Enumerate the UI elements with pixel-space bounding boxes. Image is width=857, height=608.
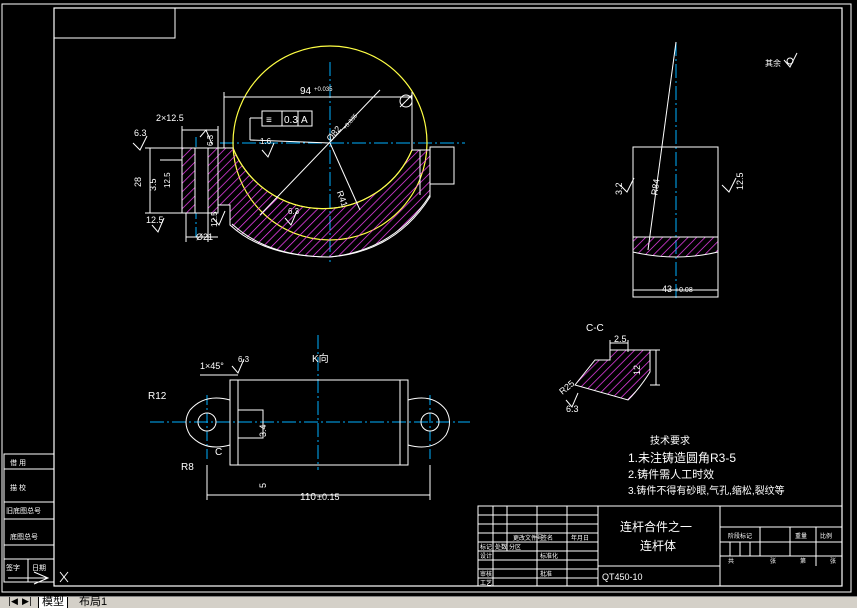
dim-1-6: 1.6 (260, 137, 272, 146)
dim-28: 28 (133, 177, 143, 187)
rough-6-3-d: 6.3 (566, 404, 579, 414)
geo-val: 0.3 (284, 115, 298, 126)
tech-item-3: 3.铸件不得有砂眼,气孔,缩松,裂纹等 (628, 484, 785, 497)
tb-process: 工艺 (480, 579, 492, 587)
tb-stage: 阶段标记 (728, 532, 752, 540)
dim-12-5: 12.5 (146, 215, 164, 225)
tb-ratio: 比例 (820, 532, 832, 540)
tol-110: ±0.15 (317, 492, 339, 502)
tb-signature: 签名 (541, 534, 553, 542)
side-row1: 借 用 (10, 458, 26, 467)
tb-sheet: 第 (800, 557, 806, 565)
dim-110: 110 (300, 492, 316, 503)
material: QT450-10 (602, 572, 643, 582)
tol-43: +0.08 (675, 287, 693, 294)
tab-prev-icon[interactable]: ▶| (22, 597, 32, 607)
rough-6-3-b: 6.3 (206, 134, 215, 146)
dim-43: 43 (662, 284, 672, 294)
geo-sym: ≡ (266, 115, 272, 126)
tech-item-2: 2.铸件需人工时效 (628, 467, 714, 481)
tb-mark: 标记 (480, 543, 492, 551)
outer-frame (1, 3, 852, 593)
corner-box (53, 7, 176, 39)
side-row4: 底图总号 (10, 532, 38, 541)
ucs-icon (8, 571, 69, 585)
section-cc (565, 340, 660, 408)
tb-sheet-count-2: 张 (830, 557, 836, 565)
rough-6-3-c: 6.3 (288, 207, 300, 216)
tab-first-icon[interactable]: |◀ (8, 597, 18, 607)
remain-label: 其余 (765, 58, 781, 68)
dim-12-5-side: 12.5 (735, 172, 745, 190)
dim-r25: R25 (557, 378, 576, 396)
tb-change-no: 更改文件号 (513, 534, 543, 542)
side-row5: 签字 (6, 563, 20, 572)
tb-approve: 批准 (540, 570, 552, 578)
hatched-section (217, 147, 431, 258)
tech-title: 技术要求 (650, 434, 690, 447)
front-view (132, 45, 465, 262)
tol-phi82: +0.035 (343, 113, 360, 132)
dim-94: 94 (300, 86, 312, 97)
layout-tab-bar: |◀ ▶| 模型 布局1 (0, 596, 857, 608)
tb-standard: 标准化 (540, 552, 558, 560)
title-block (477, 505, 843, 587)
dim-5: 5 (258, 483, 268, 488)
label-c: C (215, 447, 222, 458)
dim-2x12-5: 2×12.5 (156, 113, 184, 123)
dim-3-2: 3.2 (614, 182, 624, 195)
dim-r8: R8 (181, 462, 194, 473)
dim-12-5-b: 12.5 (210, 211, 219, 227)
remain-symbol (783, 52, 798, 68)
tb-weight: 重量 (795, 532, 807, 540)
rough-6-3-e: 6.3 (238, 355, 250, 364)
side-row3: 旧底图总号 (6, 506, 41, 515)
tb-check: 审核 (480, 570, 492, 578)
tb-date: 年月日 (571, 534, 589, 542)
side-view (619, 41, 737, 300)
dim-12-5-c: 12.5 (163, 172, 172, 188)
dim-3-4: 3.4 (258, 424, 268, 437)
section-label: C-C (586, 323, 604, 334)
dim-12-cc: 12 (632, 365, 642, 375)
chamfer-label: 1×45° (200, 361, 224, 371)
dim-2-5: 2.5 (614, 334, 627, 344)
view-label: K向 (312, 352, 329, 365)
inner-frame (53, 7, 843, 587)
tb-sheet-count: 张 (770, 557, 776, 565)
dim-r41: R41 (335, 189, 350, 208)
side-row6: 日期 (32, 564, 46, 572)
bottom-view (150, 335, 470, 500)
dim-phi82: Ø82 (324, 124, 343, 143)
tb-design: 设计 (480, 552, 492, 560)
rough-6-3-a: 6.3 (134, 128, 147, 138)
tb-count: 共 (728, 557, 734, 565)
dim-r12: R12 (148, 391, 167, 402)
side-row2: 描 校 (10, 483, 26, 492)
tol-94: +0.035 (314, 87, 333, 93)
part-name-2: 连杆体 (640, 538, 676, 553)
tech-item-1: 1.未注铸造圆角R3-5 (628, 450, 736, 465)
dim-r84: R84 (649, 178, 661, 196)
tab-layout1[interactable]: 布局1 (79, 596, 108, 608)
dim-3-5: 3.5 (148, 178, 158, 191)
part-name-1: 连杆合件之一 (620, 519, 692, 534)
side-block (3, 453, 55, 583)
tb-places: 处数 (495, 543, 507, 551)
tb-zone: 分区 (509, 543, 521, 551)
geo-ref: A (301, 115, 308, 126)
dim-phi21: Ø21 (196, 232, 213, 242)
tab-model[interactable]: 模型 (38, 597, 68, 608)
